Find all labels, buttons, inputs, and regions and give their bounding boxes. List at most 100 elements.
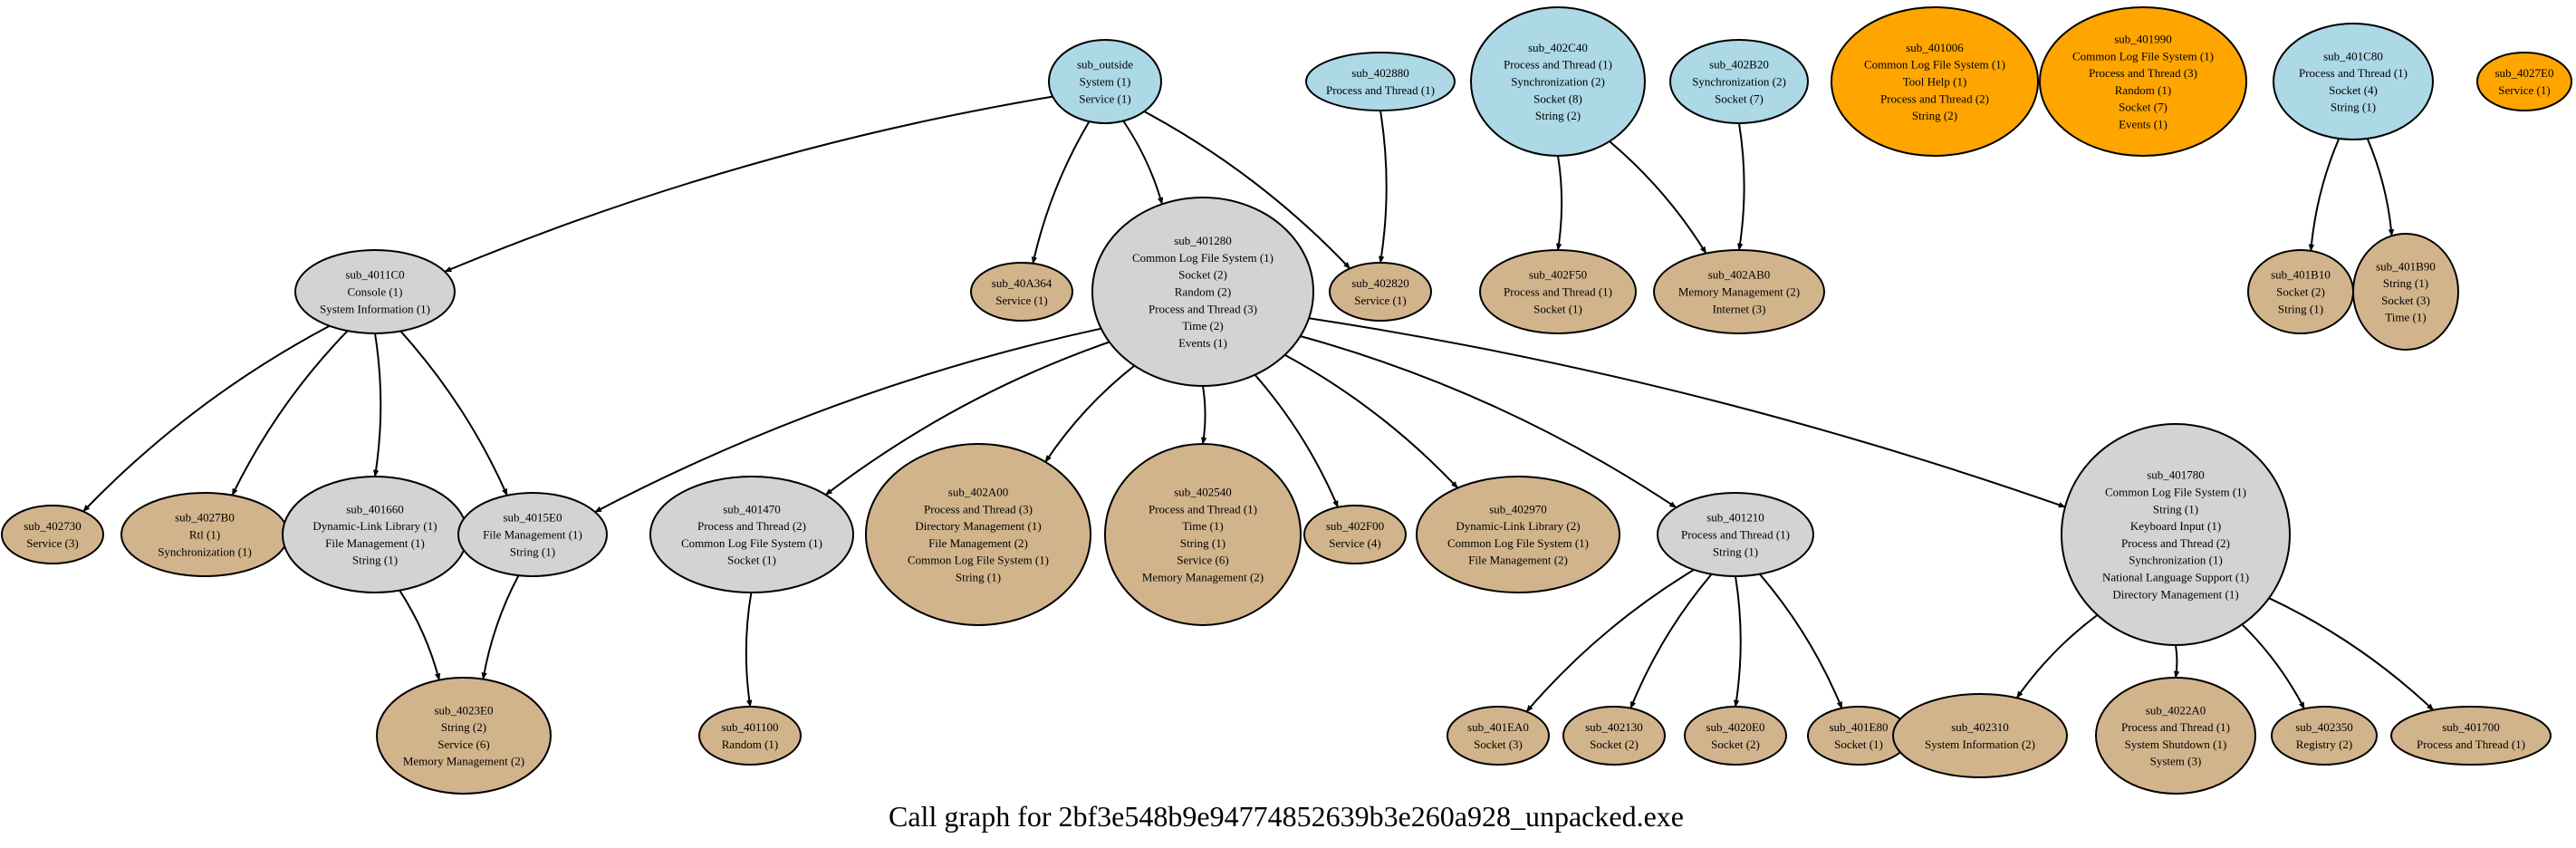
node-ellipse-sub_40A364[interactable]	[970, 262, 1073, 322]
node-ellipse-sub_4015E0[interactable]	[457, 492, 608, 577]
node-title: sub_402880	[1351, 66, 1409, 80]
node-ellipse-sub_401C80[interactable]	[2273, 23, 2434, 140]
node-ellipse-sub_402880[interactable]	[1305, 52, 1456, 111]
node-api-count: String (1)	[2383, 276, 2428, 290]
node-ellipse-sub_401470[interactable]	[649, 476, 854, 593]
node-api-count: Time (1)	[1182, 519, 1223, 533]
node-ellipse-sub_4020E0[interactable]	[1684, 706, 1787, 766]
node-ellipse-sub_401280[interactable]	[1091, 197, 1314, 387]
node-api-count: Rtl (1)	[189, 528, 220, 542]
edge-sub_402C40-to-sub_402F50	[1555, 155, 1563, 251]
node-api-count: Keyboard Input (1)	[2130, 519, 2221, 533]
node-title: sub_4023E0	[435, 703, 494, 717]
node-api-count: String (1)	[956, 571, 1001, 584]
node-ellipse-sub_402350[interactable]	[2271, 706, 2378, 766]
node-api-count: String (1)	[510, 544, 555, 558]
node-ellipse-sub_4023E0[interactable]	[376, 677, 552, 795]
edge-sub_401210-to-sub_401E80	[1759, 573, 1843, 709]
edge-sub_401780-to-sub_402310	[2015, 613, 2099, 699]
node-api-count: Random (1)	[2115, 83, 2171, 97]
node-api-count: Common Log File System (1)	[2105, 486, 2246, 499]
node-api-count: Socket (4)	[2329, 83, 2378, 97]
node-ellipse-sub_401100[interactable]	[698, 706, 802, 766]
node-ellipse-sub_402730[interactable]	[1, 505, 104, 564]
node-ellipse-sub_402F50[interactable]	[1479, 249, 1637, 334]
node-ellipse-sub_402130[interactable]	[1562, 706, 1666, 766]
node-api-count: String (2)	[441, 720, 486, 734]
node-api-count: Socket (3)	[1474, 737, 1523, 751]
node-ellipse-sub_4027E0[interactable]	[2476, 52, 2572, 111]
node-ellipse-sub_401780[interactable]	[2061, 423, 2291, 646]
node-ellipse-sub_402F00[interactable]	[1303, 505, 1407, 564]
node-title: sub_401210	[1706, 511, 1764, 525]
node-title: sub_outside	[1077, 58, 1133, 72]
node-api-count: String (1)	[1713, 544, 1758, 558]
node-ellipse-sub_402540[interactable]	[1104, 443, 1302, 626]
edge-sub_outside-to-sub_402820	[1143, 111, 1351, 270]
node-ellipse-sub_4022A0[interactable]	[2095, 677, 2256, 795]
node-ellipse-sub_402820[interactable]	[1329, 262, 1432, 322]
node-title: sub_4027E0	[2495, 66, 2554, 80]
node-title: sub_401E80	[1830, 720, 1889, 734]
node-ellipse-sub_402970[interactable]	[1416, 476, 1620, 593]
node-api-count: File Management (2)	[928, 536, 1028, 550]
node-ellipse-sub_402A00[interactable]	[865, 443, 1091, 626]
edge-sub_401210-to-sub_401EA0	[1525, 569, 1695, 713]
node-ellipse-sub_401EA0[interactable]	[1447, 706, 1550, 766]
node-ellipse-sub_401700[interactable]	[2390, 706, 2552, 766]
node-ellipse-sub_402B20[interactable]	[1669, 39, 1809, 124]
node-title: sub_401470	[723, 502, 781, 516]
node-title: sub_402730	[24, 519, 82, 533]
node-ellipse-sub_402AB0[interactable]	[1653, 249, 1825, 334]
node-ellipse-sub_402C40[interactable]	[1470, 6, 1646, 157]
node-ellipse-sub_401210[interactable]	[1657, 492, 1814, 577]
node-ellipse-sub_402310[interactable]	[1892, 693, 2068, 778]
node-api-count: Process and Thread (1)	[2121, 720, 2230, 734]
node-ellipse-sub_4011C0[interactable]	[294, 249, 456, 334]
node-ellipse-sub_401660[interactable]	[282, 476, 468, 593]
node-ellipse-sub_outside[interactable]	[1048, 39, 1162, 124]
node-ellipse-sub_401B90[interactable]	[2352, 233, 2459, 351]
node-ellipse-sub_401006[interactable]	[1831, 6, 2039, 157]
node-api-count: Random (2)	[1175, 285, 1231, 299]
node-ellipse-sub_401990[interactable]	[2039, 6, 2247, 157]
node-api-count: String (1)	[352, 554, 398, 567]
